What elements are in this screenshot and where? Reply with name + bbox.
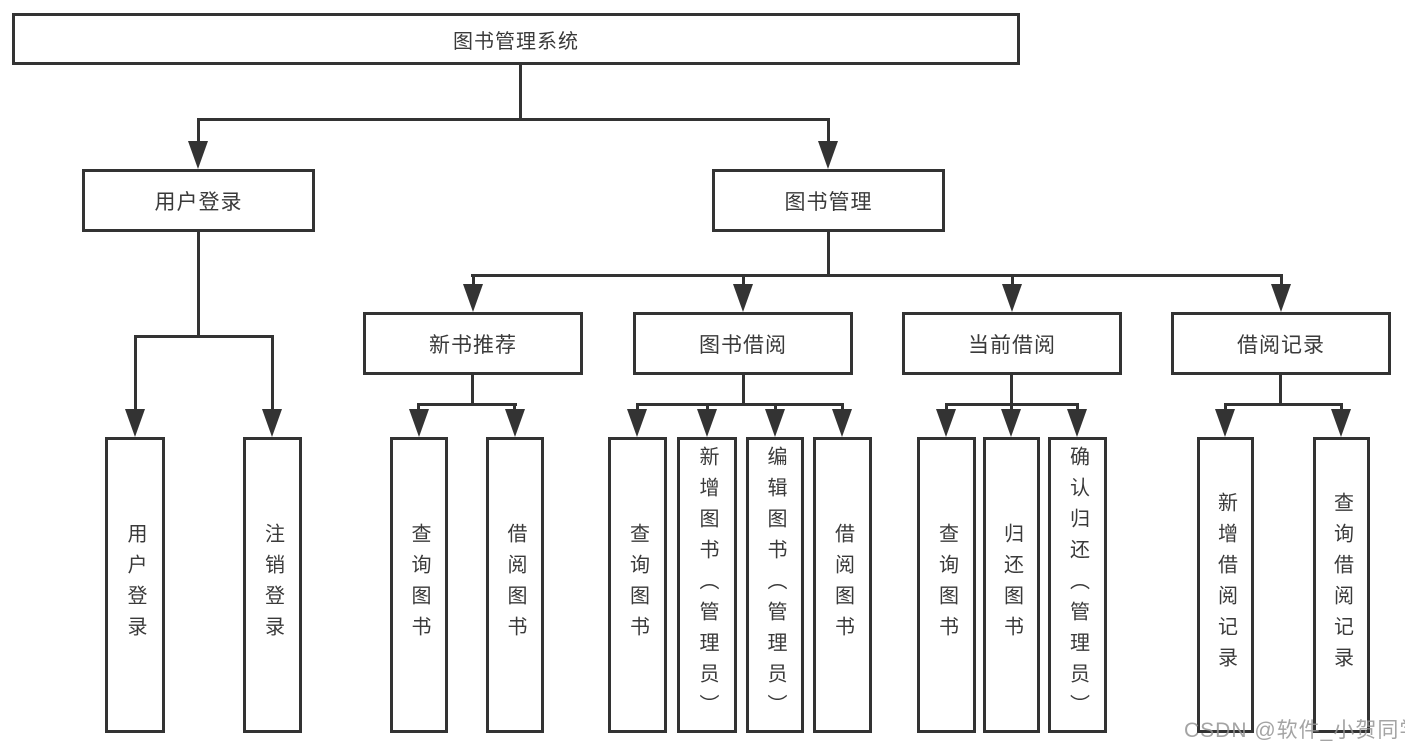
connector-borrow-records-hline <box>1224 403 1343 406</box>
arrow-down-leaf-logout <box>262 409 282 437</box>
arrow-down-query-books-3 <box>936 409 956 437</box>
node-root: 图书管理系统 <box>12 13 1020 65</box>
arrow-down-book-management <box>818 141 838 169</box>
connector-stem-query-books-1 <box>417 403 420 412</box>
leaf-add-books-admin: 新增图书（管理员） <box>677 437 737 733</box>
node-borrow-records: 借阅记录 <box>1171 312 1391 375</box>
arrow-down-current-borrow <box>1002 284 1022 312</box>
leaf-borrow-books-newrec: 借阅图书 <box>486 437 544 733</box>
arrow-down-query-record <box>1331 409 1351 437</box>
leaf-logout: 注销登录 <box>243 437 302 733</box>
connector-stem-query-record <box>1340 403 1343 412</box>
connector-stem-user-login <box>197 118 200 145</box>
connector-stem-book-management <box>827 118 830 145</box>
arrow-down-new-book <box>463 284 483 312</box>
arrow-down-leaf-user-login <box>125 409 145 437</box>
leaf-confirm-return-admin: 确认归还（管理员） <box>1048 437 1107 733</box>
arrow-down-borrow-books-2 <box>832 409 852 437</box>
connector-stem-add-books <box>706 403 709 412</box>
connector-user-login-trunk <box>197 232 200 335</box>
connector-borrow-records-trunk <box>1279 375 1282 406</box>
arrow-down-confirm-return <box>1067 409 1087 437</box>
connector-stem-confirm-return <box>1076 403 1079 412</box>
leaf-query-books-borrow: 查询图书 <box>608 437 667 733</box>
arrow-down-edit-books <box>765 409 785 437</box>
arrow-down-return-books <box>1001 409 1021 437</box>
arrow-down-query-books-1 <box>409 409 429 437</box>
connector-stem-book-borrow <box>742 274 745 288</box>
arrow-down-borrow-records <box>1271 284 1291 312</box>
arrow-down-book-borrow <box>733 284 753 312</box>
connector-new-book-trunk <box>471 375 474 406</box>
node-user-login: 用户登录 <box>82 169 315 232</box>
connector-current-borrow-trunk <box>1010 375 1013 406</box>
connector-book-management-trunk <box>827 232 830 277</box>
connector-stem-query-books-2 <box>636 403 639 412</box>
leaf-query-books-current: 查询图书 <box>917 437 976 733</box>
node-book-management: 图书管理 <box>712 169 945 232</box>
leaf-edit-books-admin: 编辑图书（管理员） <box>746 437 804 733</box>
node-current-borrow: 当前借阅 <box>902 312 1122 375</box>
connector-stem-borrow-books-2 <box>841 403 844 412</box>
arrow-down-add-record <box>1215 409 1235 437</box>
connector-stem-edit-books <box>774 403 777 412</box>
connector-level3-hline <box>471 274 1283 277</box>
leaf-add-borrow-record: 新增借阅记录 <box>1197 437 1254 733</box>
arrow-down-add-books <box>697 409 717 437</box>
connector-stem-return-books <box>1010 403 1013 412</box>
node-book-borrow: 图书借阅 <box>633 312 853 375</box>
leaf-query-borrow-record: 查询借阅记录 <box>1313 437 1370 733</box>
node-new-book-recommend: 新书推荐 <box>363 312 583 375</box>
arrow-down-query-books-2 <box>627 409 647 437</box>
csdn-watermark: CSDN @软件_小贺同学 <box>1184 719 1405 742</box>
leaf-borrow-books-borrow: 借阅图书 <box>813 437 872 733</box>
connector-level2-hline <box>197 118 830 121</box>
connector-new-book-hline <box>417 403 517 406</box>
connector-stem-add-record <box>1224 403 1227 412</box>
connector-book-borrow-hline <box>636 403 844 406</box>
connector-stem-query-books-3 <box>945 403 948 412</box>
connector-stem-new-book <box>472 274 475 288</box>
leaf-user-login: 用户登录 <box>105 437 165 733</box>
leaf-query-books-newrec: 查询图书 <box>390 437 448 733</box>
connector-root-trunk <box>519 65 522 121</box>
connector-stem-borrow-books-1 <box>513 403 516 412</box>
connector-stem-current-borrow <box>1011 274 1014 288</box>
connector-stem-borrow-records <box>1280 274 1283 288</box>
connector-stem-leaf-logout <box>271 335 274 411</box>
connector-book-borrow-trunk <box>742 375 745 406</box>
connector-user-login-hline <box>134 335 274 338</box>
connector-stem-leaf-user-login <box>134 335 137 411</box>
arrow-down-borrow-books-1 <box>505 409 525 437</box>
leaf-return-books: 归还图书 <box>983 437 1040 733</box>
arrow-down-user-login <box>188 141 208 169</box>
